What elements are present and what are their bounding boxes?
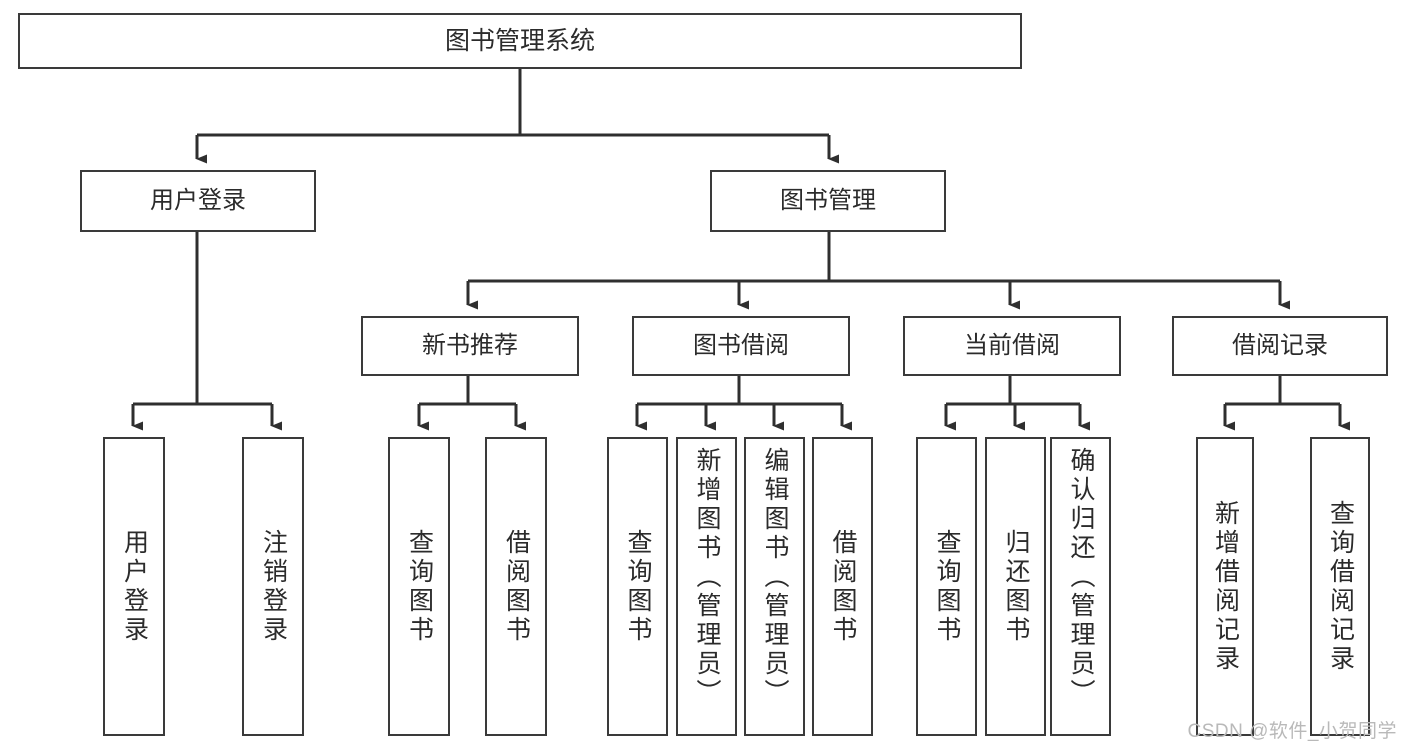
node-label-leaf-borrow-book: 借阅图书 [829,528,857,645]
node-label-user-login: 用户登录 [150,186,246,214]
node-leaf-edit-book[interactable]: 编辑图书（管理员） [744,437,805,736]
node-label-leaf-edit-book: 编辑图书（管理员） [761,447,789,708]
node-label-leaf-query-record: 查询借阅记录 [1326,499,1355,674]
node-current-borrow[interactable]: 当前借阅 [903,316,1121,376]
node-label-leaf-query-book: 查询图书 [624,528,652,645]
node-label-current-borrow: 当前借阅 [964,331,1060,359]
node-leaf-return-book[interactable]: 归还图书 [985,437,1046,736]
node-label-leaf-user-logout: 注销登录 [259,528,288,645]
node-leaf-user-login[interactable]: 用户登录 [103,437,165,736]
node-borrow-record[interactable]: 借阅记录 [1172,316,1388,376]
node-label-leaf-add-record: 新增借阅记录 [1211,499,1240,674]
node-label-root: 图书管理系统 [444,27,595,55]
node-new-book-rec[interactable]: 新书推荐 [361,316,579,376]
node-leaf-query-book-cur[interactable]: 查询图书 [916,437,977,736]
node-label-book-borrow: 图书借阅 [693,331,789,359]
node-leaf-confirm-return[interactable]: 确认归还（管理员） [1050,437,1111,736]
node-label-leaf-user-login: 用户登录 [120,528,149,645]
node-label-new-book-rec: 新书推荐 [422,331,518,359]
node-leaf-add-record[interactable]: 新增借阅记录 [1196,437,1254,736]
node-label-leaf-borrow-book-rec: 借阅图书 [502,528,531,645]
node-leaf-user-logout[interactable]: 注销登录 [242,437,304,736]
node-leaf-borrow-book[interactable]: 借阅图书 [812,437,873,736]
node-label-leaf-confirm-return: 确认归还（管理员） [1067,447,1095,708]
node-book-manage[interactable]: 图书管理 [710,170,946,232]
node-label-leaf-query-book-cur: 查询图书 [933,528,961,645]
node-leaf-query-record[interactable]: 查询借阅记录 [1310,437,1370,736]
node-root-system[interactable]: 图书管理系统 [18,13,1022,69]
node-label-book-manage: 图书管理 [780,186,876,214]
node-leaf-query-book[interactable]: 查询图书 [607,437,668,736]
node-user-login[interactable]: 用户登录 [80,170,316,232]
node-label-leaf-return-book: 归还图书 [1002,528,1030,645]
node-leaf-query-book-rec[interactable]: 查询图书 [388,437,450,736]
node-leaf-borrow-book-rec[interactable]: 借阅图书 [485,437,547,736]
node-label-borrow-record: 借阅记录 [1232,331,1328,359]
node-label-leaf-add-book: 新增图书（管理员） [693,447,721,708]
node-leaf-add-book[interactable]: 新增图书（管理员） [676,437,737,736]
node-book-borrow[interactable]: 图书借阅 [632,316,850,376]
node-label-leaf-query-book-rec: 查询图书 [405,528,434,645]
